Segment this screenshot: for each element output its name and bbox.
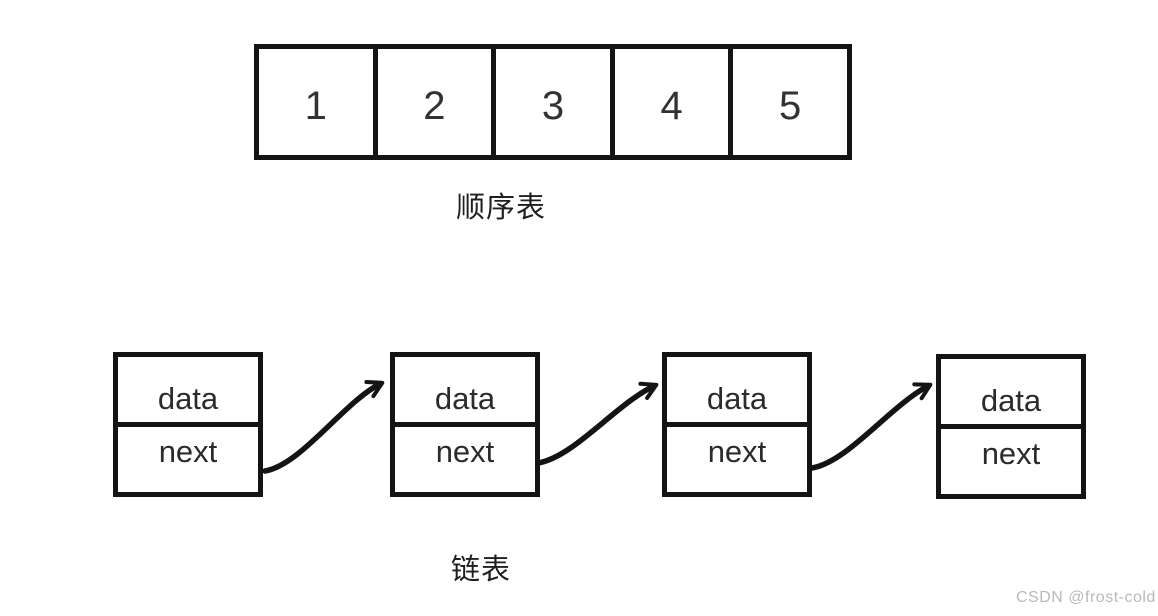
linked-list-caption: 链表 <box>451 554 512 586</box>
node-data-label: data <box>434 380 496 416</box>
next-pointer-arrow-2 <box>535 381 659 466</box>
array-cell-3: 3 <box>496 49 615 155</box>
node-next-label: next <box>981 435 1041 471</box>
node-next-cell: next <box>941 429 1081 494</box>
node-data-cell: data <box>395 357 535 427</box>
array-cell-value: 1 <box>304 83 327 128</box>
array-cell-5: 5 <box>733 49 847 155</box>
linked-list-node-2: data next <box>390 352 540 497</box>
node-data-cell: data <box>118 357 258 427</box>
array-cell-value: 3 <box>541 83 565 128</box>
linked-list-node-1: data next <box>113 352 263 497</box>
watermark-text: CSDN @frost-cold <box>1016 589 1156 606</box>
array-cell-1: 1 <box>259 49 378 155</box>
node-data-label: data <box>706 380 768 416</box>
node-next-cell: next <box>118 427 258 492</box>
node-data-cell: data <box>667 357 807 427</box>
node-next-cell: next <box>395 427 535 492</box>
array-cell-value: 4 <box>660 83 683 128</box>
array-cell-value: 5 <box>779 83 802 128</box>
sequential-list-caption: 顺序表 <box>456 192 547 224</box>
node-data-cell: data <box>941 359 1081 429</box>
array-cell-value: 2 <box>423 83 446 128</box>
array-cell-4: 4 <box>615 49 734 155</box>
node-data-label: data <box>157 380 219 416</box>
node-next-label: next <box>435 433 495 469</box>
next-pointer-arrow-3 <box>809 382 933 471</box>
node-data-label: data <box>980 382 1042 418</box>
node-next-label: next <box>707 433 767 469</box>
node-next-cell: next <box>667 427 807 492</box>
sequential-list-array: 1 2 3 4 5 <box>254 44 852 160</box>
node-next-label: next <box>158 433 218 469</box>
linked-list-node-4: data next <box>936 354 1086 499</box>
array-cell-2: 2 <box>378 49 497 155</box>
linked-list-node-3: data next <box>662 352 812 497</box>
next-pointer-arrow-1 <box>262 380 385 474</box>
